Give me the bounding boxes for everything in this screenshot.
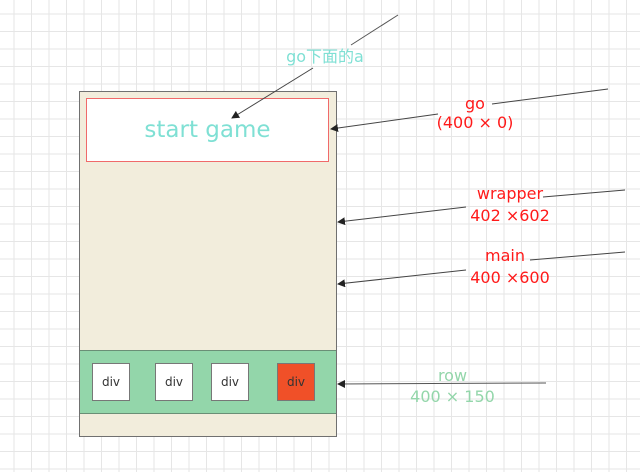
annotation-row-size: 400 × 150 [410,387,495,406]
annotation-go-size: (400 × 0) [436,113,514,132]
arrow-wrapper [337,206,467,226]
arrow-main [337,269,467,288]
row-cell: div [92,363,130,401]
start-game-link[interactable]: start game [144,117,271,143]
row-cell: div [155,363,193,401]
row-cell-active: div [277,363,315,401]
annotation-go-title: go [465,94,485,113]
row-cell: div [211,363,249,401]
annotation-row-title: row [437,366,468,385]
annotation-main-title: main [485,246,525,265]
arrow-go-a [350,14,399,46]
annotation-wrapper-title: wrapper [476,184,544,203]
annotation-wrapper-size: 402 ×602 [470,206,550,225]
annotation-go-a-title: go下面的a [286,47,364,66]
annotation-main-size: 400 ×600 [470,268,550,287]
go-box[interactable]: start game [86,98,329,162]
